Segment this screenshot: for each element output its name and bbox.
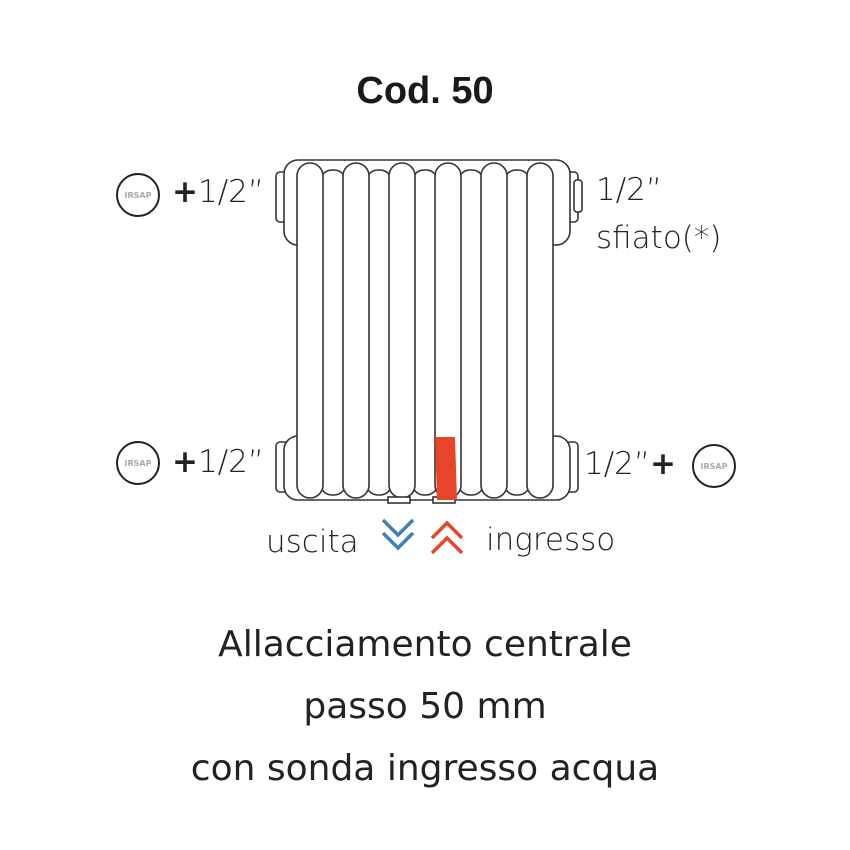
- irsap-logo: IRSAP: [116, 441, 160, 485]
- plus-icon: +: [172, 174, 198, 210]
- plus-icon: +: [649, 446, 676, 482]
- irsap-logo: IRSAP: [116, 173, 160, 217]
- size-text: 1/2”: [584, 446, 650, 482]
- description-line: passo 50 mm: [303, 686, 547, 727]
- bottom-left-label: +1/2”: [172, 444, 264, 480]
- top-left-label: +1/2”: [172, 174, 264, 210]
- inlet-arrow-icon: [430, 520, 464, 540]
- size-text: 1/2”: [197, 174, 264, 210]
- plus-icon: +: [172, 444, 198, 480]
- inlet-probe: [435, 437, 457, 500]
- inlet-label: ingresso: [486, 522, 616, 558]
- description-line: Allacciamento centrale: [218, 624, 632, 665]
- irsap-logo: IRSAP: [692, 444, 736, 488]
- page-title: Cod. 50: [356, 70, 494, 112]
- outlet-label: uscita: [266, 524, 359, 560]
- outlet-arrow-icon: [381, 518, 415, 538]
- vent-valve-icon: [573, 179, 583, 213]
- vent-label: sfiato(*): [596, 220, 722, 256]
- description-line: con sonda ingresso acqua: [190, 748, 660, 789]
- bottom-right-label: 1/2”+: [584, 446, 676, 482]
- size-text: 1/2”: [197, 444, 264, 480]
- top-right-label: 1/2”: [596, 172, 662, 208]
